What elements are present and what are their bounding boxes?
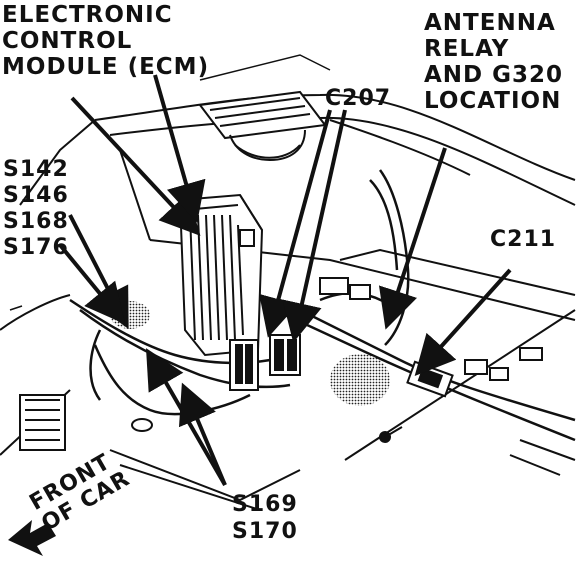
c207-arrow-2: [282, 109, 347, 343]
splice-bottom-arrow-1: [146, 348, 227, 486]
pointer-arrows: [58, 74, 512, 486]
top-relay-cover: [198, 90, 327, 162]
leader-lines: [9, 54, 331, 311]
c207-label: C207: [325, 86, 392, 111]
ecm-label: ELECTRONIC CONTROL MODULE (ECM): [2, 2, 210, 80]
antenna-arrow: [378, 147, 447, 330]
c211-label: C211: [490, 227, 557, 252]
c211-arrow: [414, 268, 512, 376]
splice-arrow-2: [58, 243, 126, 325]
splice-list-bottom: S169 S170: [232, 492, 298, 544]
ecm-module: [178, 193, 264, 357]
ecm-arrow-2: [153, 74, 206, 223]
ecm-arrow: [70, 96, 201, 236]
antenna-relay-label: ANTENNA RELAY AND G320 LOCATION: [424, 10, 564, 114]
splice-list-left: S142 S146 S168 S176: [3, 157, 69, 260]
arrow-down-left-icon: [8, 520, 56, 556]
c207-arrow-1: [259, 109, 332, 338]
connectors: [19, 277, 543, 451]
splice-bottom-arrow-2: [178, 382, 227, 486]
